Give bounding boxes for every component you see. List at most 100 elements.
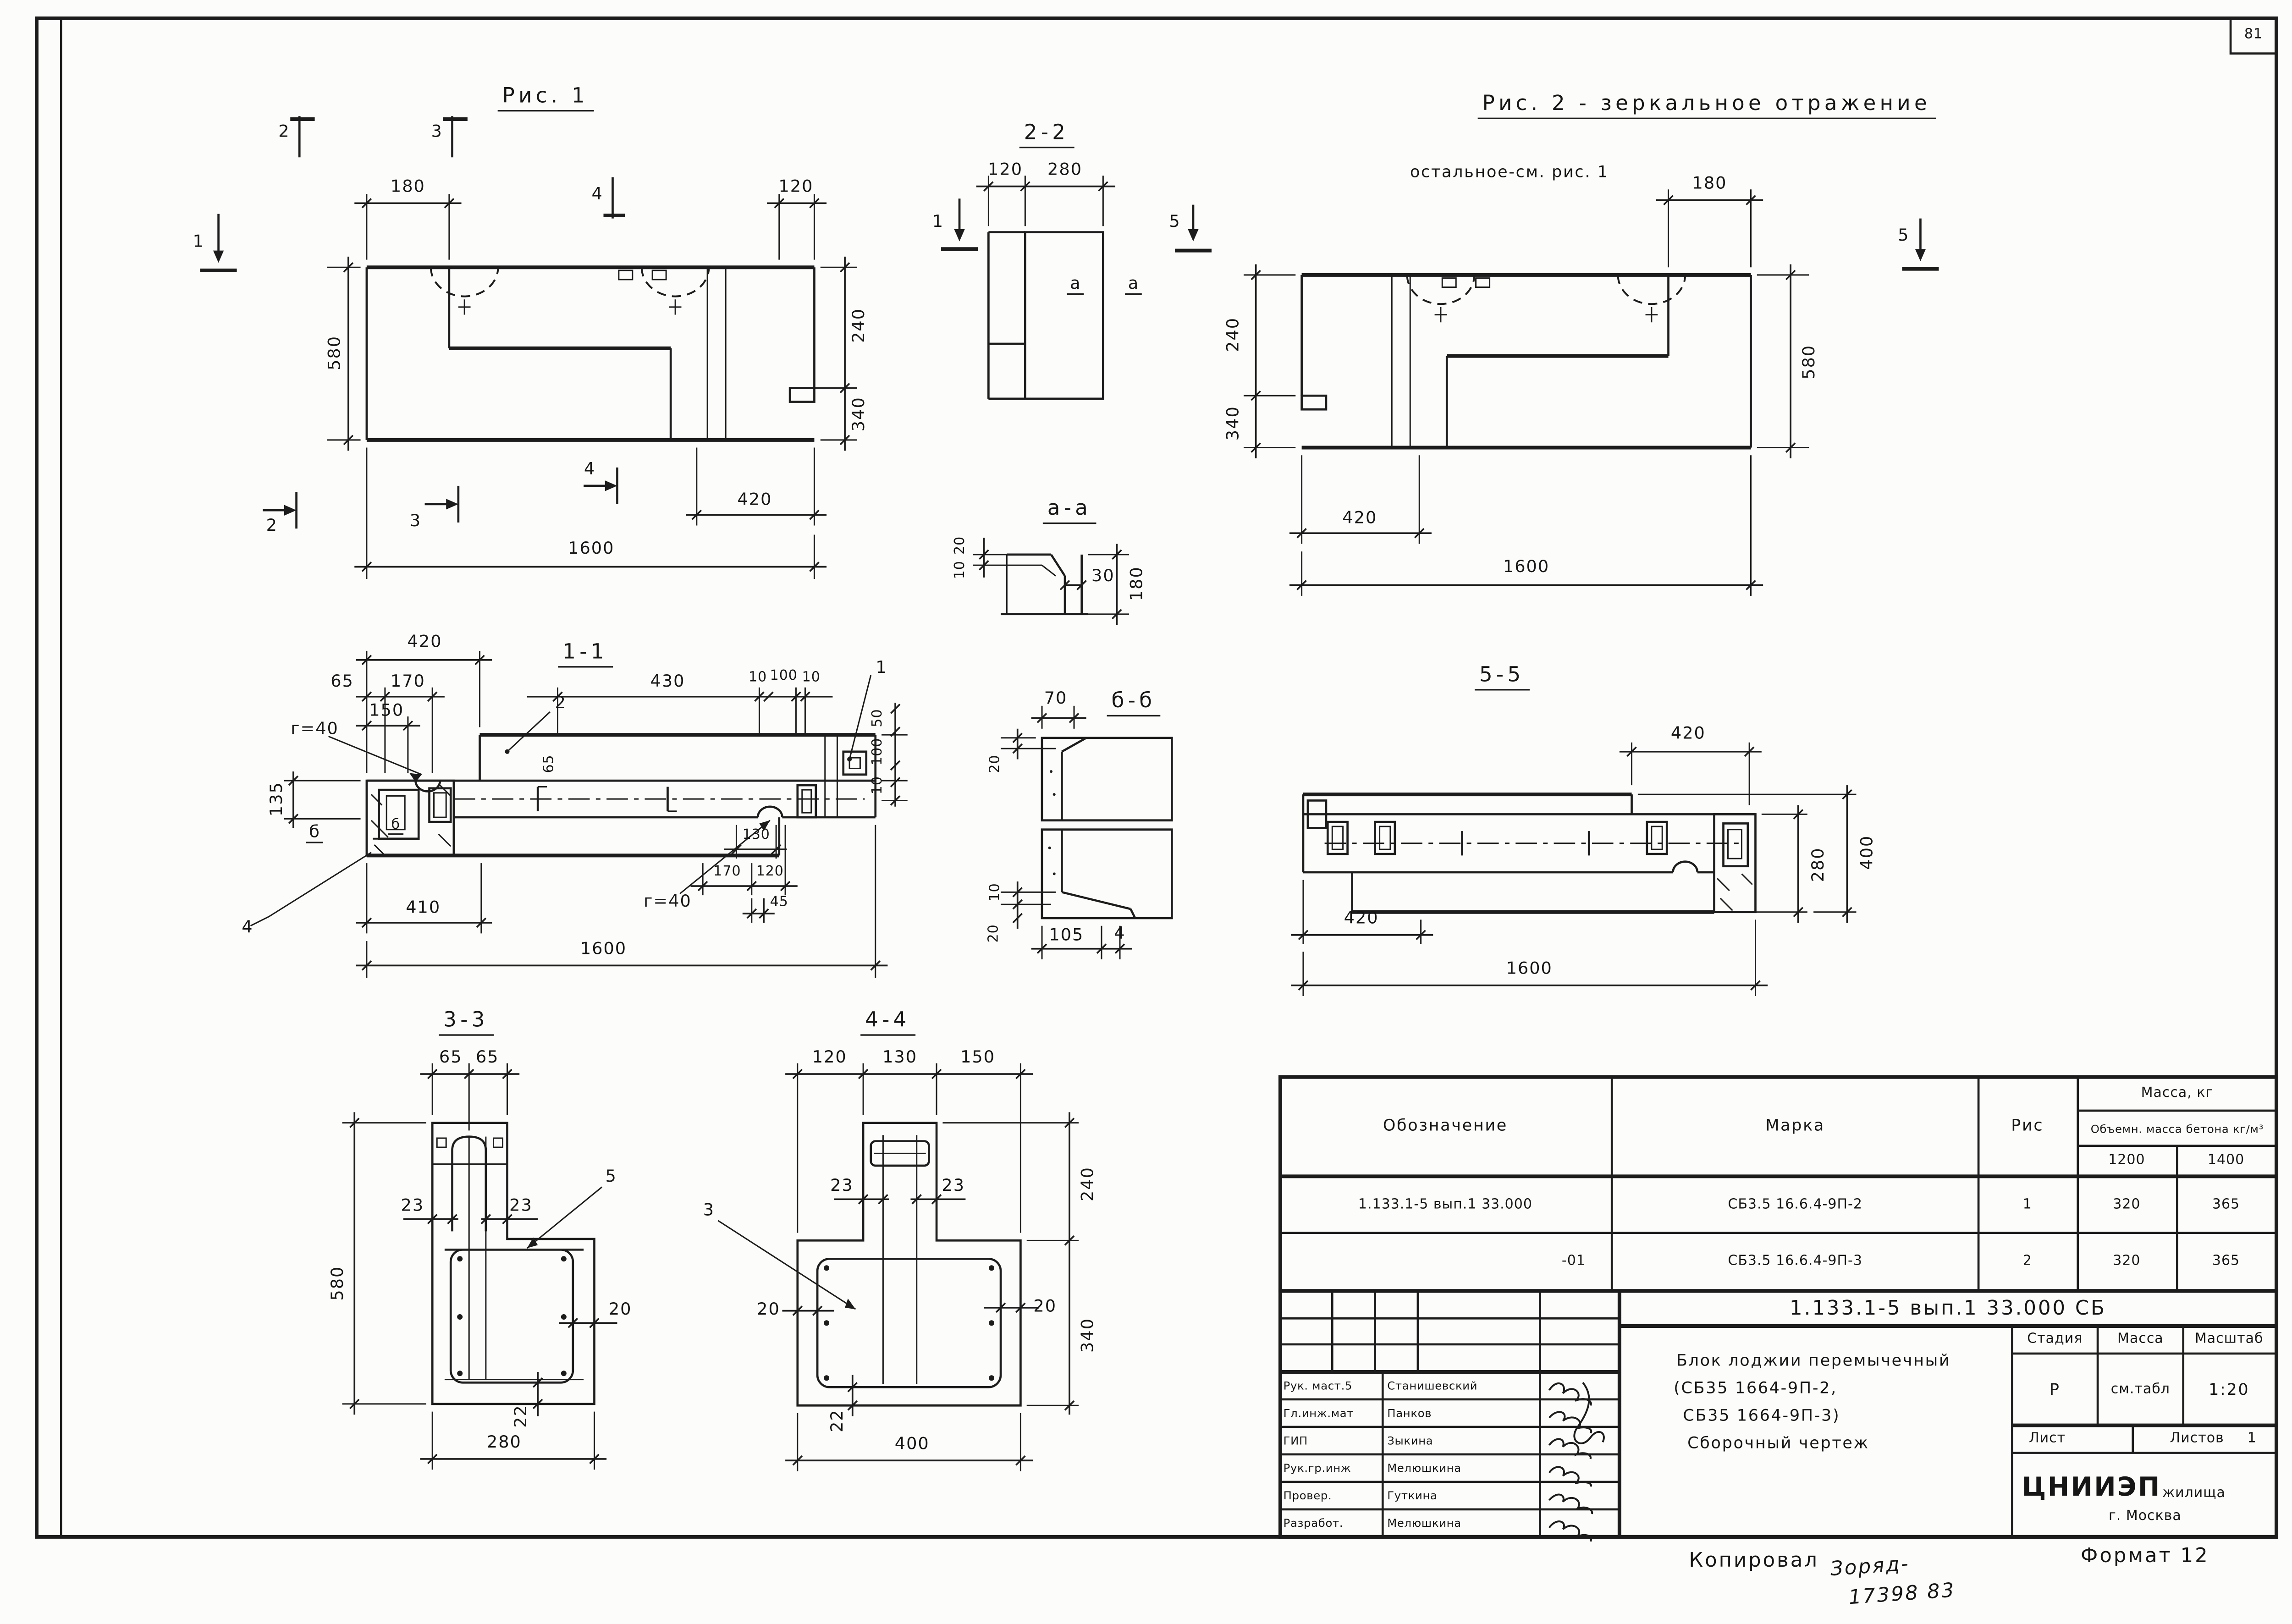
copied-label: Копировал — [1689, 1550, 1819, 1573]
signer-role: ГИП — [1283, 1433, 1308, 1448]
radius-note: г=40 — [644, 891, 692, 912]
dim-label: 240 — [1223, 317, 1243, 352]
dim-label: 240 — [848, 308, 869, 343]
section-mark-3-bot: 3 — [409, 511, 422, 531]
dim-label: 65 — [475, 1047, 499, 1068]
org-name2: жилища — [2162, 1486, 2226, 1502]
dim-label: 20 — [987, 924, 1003, 943]
sec44-title: 4-4 — [860, 1008, 915, 1036]
scale-label: Масштаб — [2194, 1332, 2264, 1348]
dim-label: 4 — [1114, 923, 1126, 944]
signer-name: Гуткина — [1387, 1488, 1438, 1503]
fig1-title: Рис. 1 — [497, 84, 594, 112]
dim-label: 420 — [737, 490, 772, 510]
radius-note: г=40 — [291, 719, 339, 739]
secbb-linework — [1001, 705, 1173, 960]
doc-number: 1.133.1-5 вып.1 33.000 СБ — [1789, 1298, 2106, 1321]
drawing-title-line1: Блок лоджии перемычечный — [1676, 1352, 1951, 1371]
dim-label: 400 — [894, 1433, 930, 1454]
fig1-linework — [200, 116, 978, 579]
dim-label: 20 — [1033, 1296, 1057, 1316]
dim-label: 420 — [1670, 723, 1706, 743]
dim-label: 135 — [266, 782, 286, 817]
secaa-title: а-а — [1042, 496, 1096, 524]
spec-row-mass1400: 365 — [2212, 1197, 2240, 1213]
dim-label: 10 — [802, 671, 821, 686]
dim-label: 70 — [1044, 688, 1068, 708]
spec-row-mass1200: 320 — [2113, 1197, 2141, 1213]
sec33-title: 3-3 — [439, 1008, 493, 1036]
dim-label: 280 — [1808, 847, 1828, 882]
spec-row-fig: 2 — [2022, 1254, 2032, 1270]
sec55-linework — [1291, 742, 1857, 996]
spec-row-fig: 1 — [2022, 1197, 2032, 1213]
item-label-3: 3 — [703, 1200, 715, 1220]
dim-label: 10 — [953, 561, 969, 579]
org-name: ЦНИИЭП — [2022, 1472, 2161, 1503]
dim-label: 20 — [988, 754, 1004, 773]
dim-label: 280 — [1047, 160, 1083, 180]
dim-label: 22 — [511, 1404, 531, 1428]
secbb-title: б-б — [1107, 689, 1161, 717]
sec22-title: 2-2 — [1019, 121, 1074, 149]
signer-role: Разработ. — [1283, 1516, 1344, 1530]
dim-label: 180 — [390, 176, 425, 197]
spec-row-mark: СБ3.5 16.6.4-9П-2 — [1728, 1197, 1862, 1213]
detail-mark-a: а — [1067, 274, 1085, 295]
sec11-title: 1-1 — [558, 640, 612, 668]
dim-label: 340 — [1223, 406, 1243, 441]
dim-label: 580 — [325, 335, 345, 370]
dim-label: 410 — [406, 897, 441, 918]
dim-label: 20 — [608, 1299, 632, 1319]
dim-label: 170 — [713, 864, 741, 880]
sec44-linework — [782, 1063, 1079, 1471]
dim-label: 65 — [439, 1047, 463, 1068]
drawing-title-line4: Сборочный чертеж — [1687, 1434, 1869, 1453]
dim-label: 120 — [756, 864, 784, 880]
spec-row-mass1400: 365 — [2212, 1254, 2240, 1270]
dim-label: 30 — [1091, 566, 1115, 586]
signer-role: Рук.гр.инж — [1283, 1461, 1351, 1475]
section-mark-1-left: 1 — [193, 231, 204, 252]
dim-label: 10 — [749, 671, 767, 686]
dim-label: 23 — [830, 1175, 854, 1195]
dim-label: 65 — [542, 754, 558, 773]
sec11-linework — [250, 650, 908, 978]
detail-mark-b: б — [388, 818, 403, 835]
dim-label: 150 — [960, 1047, 996, 1068]
spec-col-1200: 1200 — [2108, 1153, 2145, 1169]
spec-col-designation: Обозначение — [1383, 1117, 1508, 1135]
dim-label: 1600 — [568, 538, 615, 559]
dim-label: 100 — [871, 738, 887, 765]
dim-label: 400 — [1857, 835, 1877, 870]
dim-label: 23 — [401, 1195, 424, 1216]
stage-label: Стадия — [2027, 1332, 2083, 1348]
signer-name: Зыкина — [1387, 1433, 1433, 1448]
item-label-2: 2 — [555, 693, 567, 713]
section-mark-4-bot: 4 — [584, 459, 596, 479]
format-label: Формат 12 — [2081, 1545, 2209, 1569]
dim-label: 580 — [1799, 344, 1819, 380]
dim-label: 20 — [953, 536, 969, 555]
dim-label: 100 — [770, 669, 798, 685]
fig2-title: Рис. 2 - зеркальное отражение — [1477, 92, 1936, 119]
sec22-linework — [976, 176, 1116, 400]
dim-label: 130 — [742, 828, 770, 843]
title-block-grid — [1278, 1289, 2279, 1539]
item-label-1: 1 — [876, 657, 887, 678]
dim-label: 20 — [757, 1299, 780, 1319]
dim-label: 120 — [812, 1047, 847, 1068]
dim-label: 105 — [1049, 925, 1084, 945]
section-mark-5-right: 5 — [1898, 225, 1910, 245]
section-mark-3-top: 3 — [431, 121, 443, 142]
sec55-title: 5-5 — [1474, 663, 1529, 691]
dim-label: 10 — [988, 883, 1004, 902]
spec-col-mass-sub: Объемн. масса бетона кг/м³ — [2090, 1122, 2264, 1136]
dim-label: 1600 — [1506, 958, 1553, 979]
signer-name: Станишевский — [1387, 1378, 1478, 1393]
signer-role: Рук. маст.5 — [1283, 1378, 1353, 1393]
dim-label: 170 — [390, 671, 425, 692]
scale-value: 1:20 — [2209, 1381, 2250, 1399]
spec-row-mass1200: 320 — [2113, 1254, 2141, 1270]
